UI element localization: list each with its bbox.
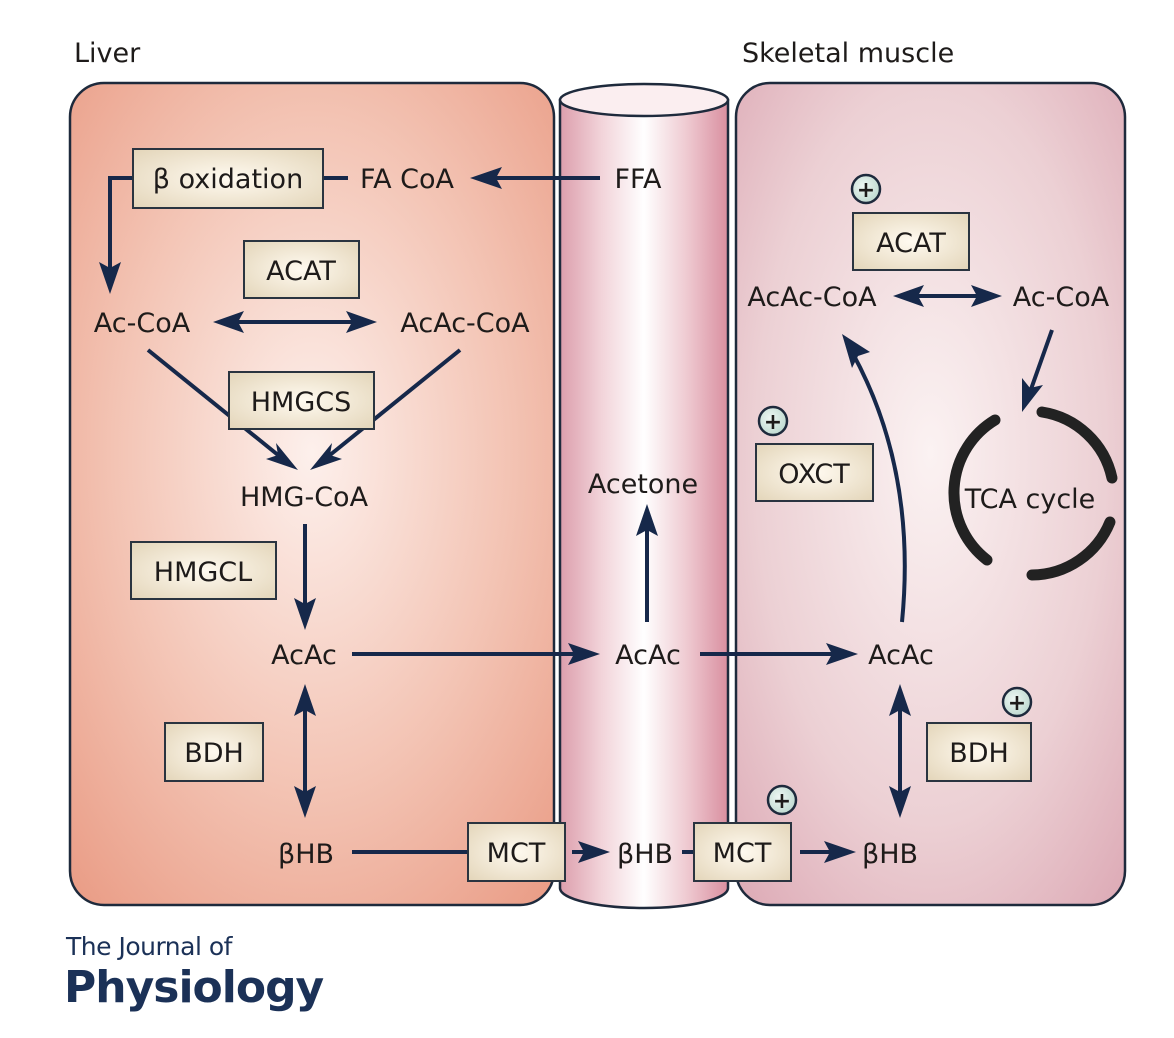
enzyme-label: HMGCL — [154, 557, 252, 588]
enzyme-mct-muscle: MCT — [693, 822, 792, 882]
enzyme-label: MCT — [713, 838, 772, 869]
metabolite-hmg-coa: HMG-CoA — [240, 482, 369, 513]
arrow-acac-to-acaccoa-muscle — [850, 351, 907, 623]
arrowhead — [889, 684, 911, 716]
activator-acat-muscle: + — [850, 173, 882, 205]
metabolite-acac-blood: AcAc — [615, 640, 681, 671]
arrowhead — [568, 643, 600, 665]
activator-oxct: + — [757, 405, 789, 437]
svg-text:+: + — [1008, 691, 1026, 716]
enzyme-label: OXCT — [778, 459, 850, 490]
metabolite-bhb-blood: βHB — [617, 839, 673, 870]
tca-cycle-label: TCA cycle — [964, 484, 1096, 515]
muscle-title: Skeletal muscle — [742, 38, 954, 69]
metabolite-bhb-muscle: βHB — [862, 839, 918, 870]
activator-mct-muscle: + — [766, 784, 798, 816]
tca-arc — [948, 414, 1001, 566]
logo-line-2: Physiology — [64, 962, 324, 1013]
liver-title: Liver — [74, 38, 141, 69]
plus-icon — [766, 784, 798, 816]
metabolite-acac-liver: AcAc — [271, 640, 337, 671]
arrowhead — [99, 262, 121, 294]
arrowhead — [294, 598, 316, 630]
enzyme-mct-liver: MCT — [467, 822, 566, 882]
metabolite-acac-coa-muscle: AcAc-CoA — [747, 282, 877, 313]
liver-compartment — [68, 81, 556, 907]
plus-icon — [757, 405, 789, 437]
arrowhead — [310, 443, 342, 470]
metabolite-ac-coa-liver: Ac-CoA — [94, 308, 191, 339]
svg-text:+: + — [764, 410, 782, 435]
activator-bdh-muscle: + — [1001, 686, 1033, 718]
metabolite-bhb-liver: βHB — [278, 839, 334, 870]
arrowhead — [824, 841, 856, 863]
metabolite-acac-coa-liver: AcAc-CoA — [400, 308, 530, 339]
arrowhead — [294, 684, 316, 716]
enzyme-oxct: OXCT — [755, 443, 874, 502]
arrowhead — [578, 841, 610, 863]
arrowhead — [294, 786, 316, 818]
enzyme-label: ACAT — [876, 228, 946, 259]
plus-icon — [850, 173, 882, 205]
metabolite-ffa: FFA — [614, 164, 662, 195]
arrow-accoa-to-tca — [1028, 329, 1054, 393]
arrow-accoa-to-hmgcoa — [146, 348, 280, 457]
tca-arc — [1036, 406, 1118, 484]
enzyme-bdh-muscle: BDH — [926, 722, 1032, 782]
enzyme-label: β oxidation — [153, 164, 303, 195]
metabolite-ac-coa-muscle: Ac-CoA — [1013, 282, 1110, 313]
metabolite-fa-coa: FA CoA — [360, 164, 454, 195]
arrow-acaccoa-to-hmgcoa — [328, 348, 462, 457]
arrowhead — [1022, 378, 1043, 412]
arrowhead — [346, 311, 377, 333]
arrowhead — [971, 285, 1002, 307]
tca-cycle-ring — [948, 406, 1118, 581]
enzyme-beta-oxidation: β oxidation — [132, 148, 324, 209]
arrow-betaox-to-accoa — [108, 176, 133, 272]
enzyme-bdh-liver: BDH — [164, 722, 264, 782]
arrowhead — [266, 443, 298, 470]
enzyme-label: BDH — [949, 738, 1009, 769]
journal-logo: The Journal of Physiology — [64, 932, 325, 1013]
metabolite-acetone: Acetone — [588, 469, 698, 500]
arrowhead — [213, 311, 244, 333]
svg-text:+: + — [857, 178, 875, 203]
metabolite-acac-muscle: AcAc — [868, 640, 934, 671]
arrowhead — [636, 504, 658, 536]
blood-vessel — [558, 82, 730, 910]
enzyme-label: MCT — [487, 838, 546, 869]
arrowhead — [470, 167, 502, 189]
enzyme-acat-liver: ACAT — [243, 240, 360, 299]
arrowhead — [826, 643, 858, 665]
enzyme-label: HMGCS — [251, 387, 352, 418]
svg-text:+: + — [773, 789, 791, 814]
tca-arc — [1026, 516, 1116, 581]
enzyme-hmgcs: HMGCS — [228, 371, 375, 430]
enzyme-hmgcl: HMGCL — [130, 541, 277, 600]
enzyme-label: ACAT — [266, 256, 336, 287]
plus-icon — [1001, 686, 1033, 718]
enzyme-acat-muscle: ACAT — [852, 212, 970, 271]
arrowhead — [842, 334, 870, 368]
arrowhead — [893, 285, 924, 307]
arrowhead — [889, 786, 911, 818]
enzyme-label: BDH — [184, 738, 244, 769]
pathway-arrows — [99, 167, 1054, 863]
logo-line-1: The Journal of — [65, 932, 234, 961]
